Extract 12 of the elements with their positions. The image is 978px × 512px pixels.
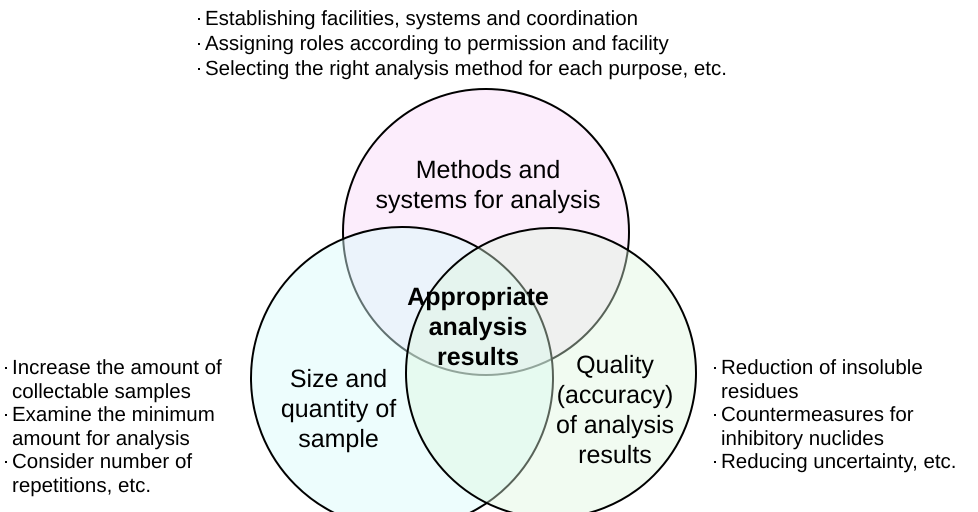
- bullet-item: Countermeasures for inhibitory nuclides: [712, 403, 974, 450]
- bullet-item: Examine the minimum amount for analysis: [3, 403, 252, 450]
- bullet-item: Reducing uncertainty, etc.: [712, 450, 974, 474]
- bullet-item: Reduction of insoluble residues: [712, 356, 974, 403]
- bullet-item: Consider number of repetitions, etc.: [3, 450, 252, 497]
- bullet-item: Selecting the right analysis method for each purpose, etc.: [196, 56, 836, 81]
- bullet-item: Establishing facilities, systems and coordination: [196, 6, 836, 31]
- circle-label: Methods and systems for analysis: [374, 155, 602, 215]
- circle-label: Size and quantity of sample: [280, 364, 398, 454]
- circle-label: Quality (accuracy) of analysis results: [554, 350, 676, 470]
- bullet-item: Increase the amount of collectable samples: [3, 356, 252, 403]
- bullet-item: Assigning roles according to permission and facility: [196, 31, 836, 56]
